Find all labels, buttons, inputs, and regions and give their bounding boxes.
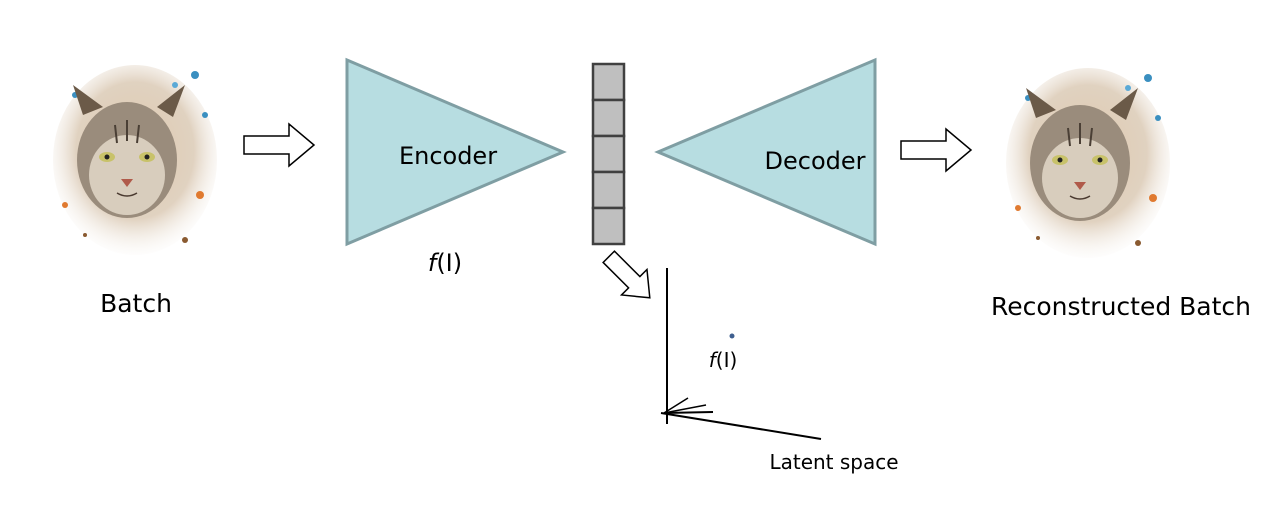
latent-cell	[591, 98, 626, 138]
latent-axis-horizontal	[660, 412, 822, 440]
output-arrow	[900, 127, 973, 173]
latent-point-label: f(I)	[709, 348, 738, 372]
encoder-label: Encoder	[399, 142, 497, 170]
encoder-block	[345, 57, 567, 247]
latent-cell	[591, 62, 626, 102]
input-lynx-image	[53, 65, 217, 255]
output-label: Reconstructed Batch	[991, 292, 1251, 321]
latent-point-arg: (I)	[716, 348, 738, 372]
latent-cell	[591, 206, 626, 246]
latent-point-f: f	[709, 348, 719, 372]
latent-cell	[591, 134, 626, 174]
input-arrow	[243, 122, 316, 168]
latent-projection-arrow	[602, 250, 651, 299]
input-label: Batch	[100, 289, 172, 318]
latent-point	[729, 333, 735, 339]
decoder-block	[654, 57, 877, 247]
output-lynx-image	[1006, 68, 1170, 258]
latent-vector	[591, 62, 626, 246]
decoder-label: Decoder	[765, 147, 866, 175]
latent-space-label: Latent space	[769, 450, 898, 474]
latent-cell	[591, 170, 626, 210]
encoder-function-arg: (I)	[436, 249, 462, 277]
latent-axis-depth	[663, 411, 714, 414]
latent-space-axes	[660, 268, 822, 440]
lynx-watercolor-icon	[1006, 68, 1170, 258]
lynx-watercolor-icon	[53, 65, 217, 255]
encoder-function-label: f(I)	[428, 249, 462, 277]
